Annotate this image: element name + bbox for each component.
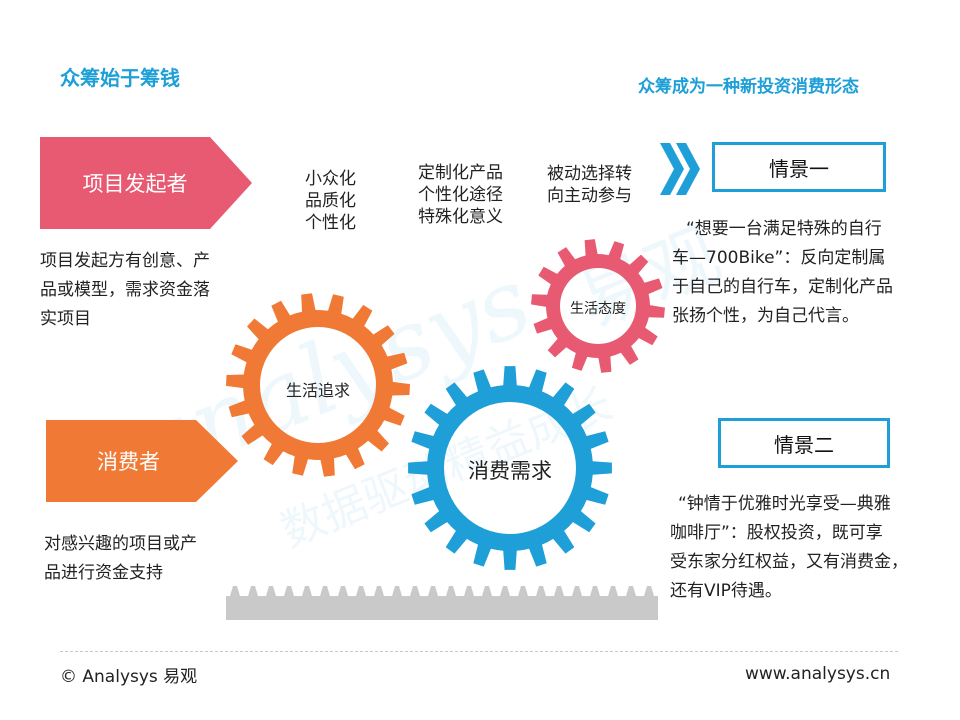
keyword-item: 被动选择转 <box>547 164 632 184</box>
scenario-1-line: 车—700Bike”：反向定制属 <box>672 248 886 268</box>
initiator-desc-line: 品或模型，需求资金落 <box>40 280 210 300</box>
gear-medium-shape <box>226 293 410 477</box>
consumer-arrow-polygon <box>46 420 238 502</box>
consumer-label: 消费者 <box>97 450 160 474</box>
footer-website-link[interactable]: www.analysys.cn <box>745 664 891 684</box>
scenario-1-line: 张扬个性，为自己代言。 <box>672 306 859 326</box>
initiator-arrow-polygon <box>40 137 252 229</box>
gear-small-shape <box>531 239 665 373</box>
rack-shape <box>226 586 658 620</box>
consumer-description: 对感兴趣的项目或产 品进行资金支持 <box>44 530 244 588</box>
initiator-arrow-shape <box>40 137 252 229</box>
chevron-shape <box>676 143 700 195</box>
chevron-right-icon <box>660 143 700 195</box>
title-right: 众筹成为一种新投资消费形态 <box>638 77 859 97</box>
keyword-item: 品质化 <box>305 191 356 211</box>
gear-large-label: 消费需求 <box>468 459 552 483</box>
gear-small-label: 生活态度 <box>570 301 626 317</box>
scenario-2-title-box: 情景二 <box>718 418 890 468</box>
scenario-2-line: 咖啡厅”：股权投资，既可享 <box>670 523 883 543</box>
scenario-2-text: “钟情于优雅时光享受—典雅 咖啡厅”：股权投资，既可享 受东家分红权益，又有消费… <box>670 490 955 606</box>
keywords-group-2: 定制化产品 个性化途径 特殊化意义 <box>418 162 503 228</box>
keywords-group-3: 被动选择转 向主动参与 <box>547 163 632 207</box>
title-left: 众筹始于筹钱 <box>60 66 180 90</box>
scenario-1-line: 于自己的自行车，定制化产品 <box>672 277 893 297</box>
initiator-desc-line: 实项目 <box>40 309 91 329</box>
gear-large-shape <box>408 366 612 570</box>
scenario-2-line: 受东家分红权益，又有消费金， <box>670 552 908 572</box>
footer-divider <box>60 651 898 652</box>
keywords-group-1: 小众化 品质化 个性化 <box>305 168 356 234</box>
gear-medium-label: 生活追求 <box>285 381 350 400</box>
keyword-item: 个性化途径 <box>418 185 503 205</box>
keyword-item: 特殊化意义 <box>418 207 503 227</box>
keyword-item: 个性化 <box>305 213 356 233</box>
consumer-desc-line: 品进行资金支持 <box>44 563 163 583</box>
keyword-item: 定制化产品 <box>418 163 503 183</box>
scenario-1-line: “想要一台满足特殊的自行 <box>686 219 882 239</box>
initiator-description: 项目发起方有创意、产 品或模型，需求资金落 实项目 <box>40 247 260 334</box>
consumer-arrow-shape <box>46 420 238 502</box>
initiator-label: 项目发起者 <box>82 172 188 196</box>
initiator-desc-line: 项目发起方有创意、产 <box>40 251 210 271</box>
scenario-2-line: “钟情于优雅时光享受—典雅 <box>678 494 891 514</box>
keyword-item: 小众化 <box>305 169 356 189</box>
footer-copyright: © Analysys 易观 <box>60 667 198 687</box>
chevron-shape <box>660 143 684 195</box>
keyword-item: 向主动参与 <box>547 186 632 206</box>
scenario-1-title-box: 情景一 <box>712 142 886 192</box>
scenario-1-text: “想要一台满足特殊的自行 车—700Bike”：反向定制属 于自己的自行车，定制… <box>672 215 952 331</box>
scenario-2-line: 还有VIP待遇。 <box>670 581 782 601</box>
consumer-desc-line: 对感兴趣的项目或产 <box>44 534 197 554</box>
